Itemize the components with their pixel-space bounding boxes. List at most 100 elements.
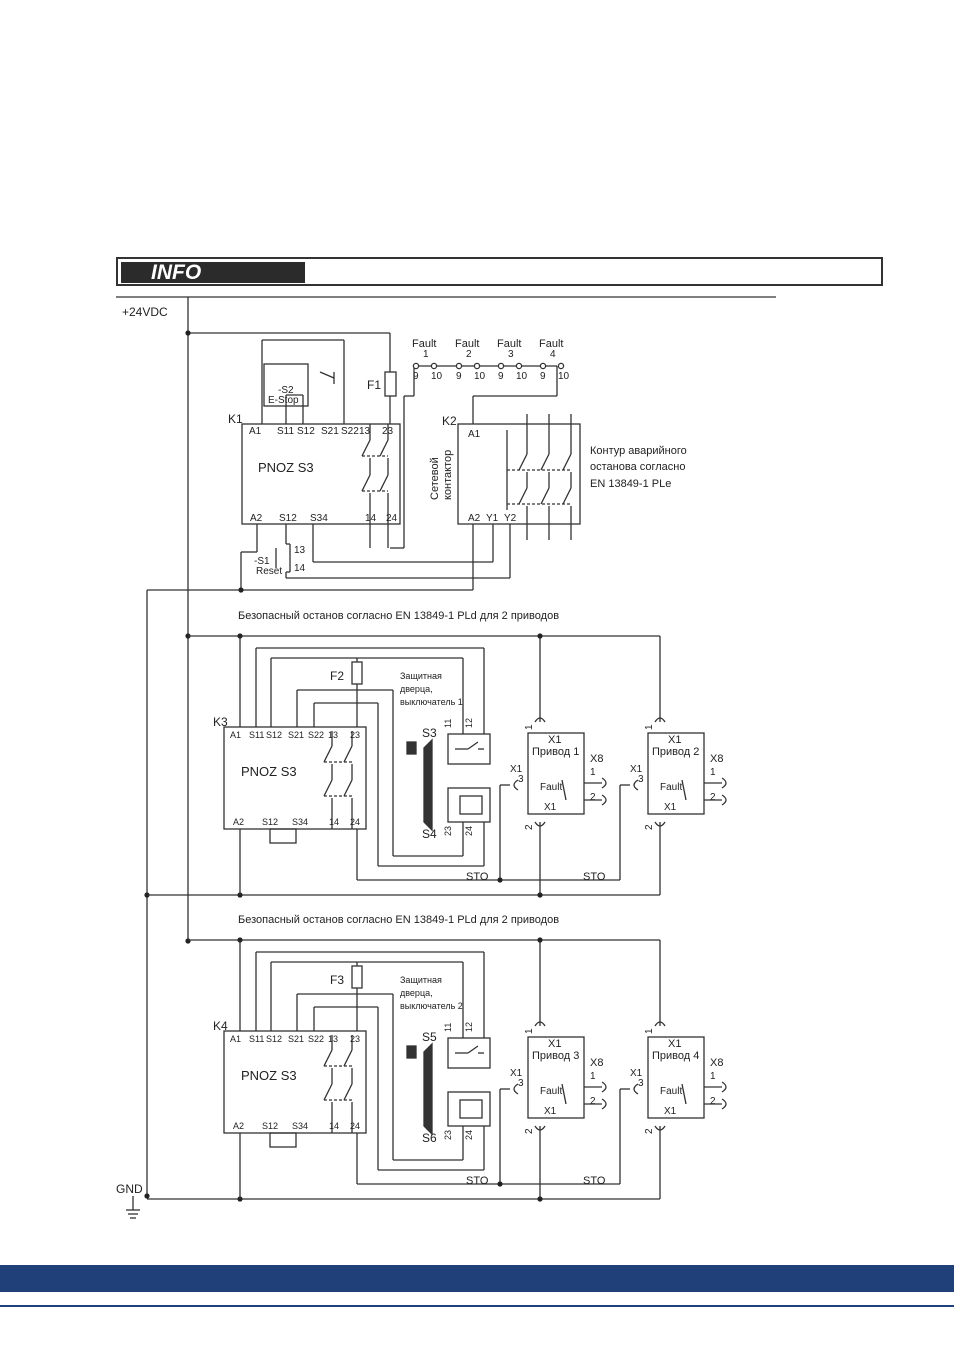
junction-dot (497, 1181, 503, 1187)
drive-x8-pin-2: 2 (590, 1096, 596, 1107)
relay-name: PNOZ S3 (241, 764, 297, 779)
drive-pin-2: 2 (524, 824, 535, 830)
relay-bottom-pin: 24 (350, 1121, 360, 1131)
relay-bottom-pin: A2 (233, 1121, 244, 1131)
k1-bottom-pin: 14 (365, 513, 377, 524)
junction-dot (497, 877, 503, 883)
contactor-label-1: Сетевой (429, 457, 441, 500)
fault-pin: 9 (413, 371, 419, 382)
supply-plus-label: +24VDC (122, 305, 168, 319)
k1-top-pin: 13 (359, 426, 371, 437)
switch-a-label: S5 (422, 1030, 437, 1044)
fault-pin: 10 (474, 371, 486, 382)
drive-x1-label: X1 (668, 734, 681, 746)
footer-band (0, 1265, 954, 1292)
drive-fault-label: Fault (660, 1086, 682, 1097)
drive-pin-1: 1 (524, 1028, 535, 1034)
fault-pin: 10 (558, 371, 570, 382)
drive-x1-bottom-label: X1 (664, 1106, 677, 1117)
drive-pin-1: 1 (644, 1028, 655, 1034)
k1-bottom-pin: 24 (386, 513, 398, 524)
k1-bottom-pin: S12 (279, 513, 297, 524)
drive-name: Привод 1 (532, 746, 579, 758)
fault-number: 4 (550, 349, 556, 360)
fault-terminal (455, 362, 463, 370)
relay-bottom-pin: S34 (292, 1121, 308, 1131)
fault-terminals (412, 362, 565, 370)
relay-top-pin: S22 (308, 730, 324, 740)
drive-pin-3: 3 (518, 1078, 524, 1089)
drive-pin-2: 2 (644, 824, 655, 830)
section-caption: Безопасный останов согласно EN 13849-1 P… (238, 610, 559, 622)
fault-terminal (539, 362, 547, 370)
door-switch-label-3: выключатель 2 (400, 1001, 463, 1011)
fault-terminal (557, 362, 565, 370)
k2-label: K2 (442, 414, 457, 428)
switch-pin: 23 (443, 1130, 453, 1140)
drive-x8-pin-1: 1 (710, 1071, 716, 1082)
switch-pin: 12 (464, 718, 474, 728)
reset-t14: 14 (294, 563, 306, 574)
relay-top-pin: S11 (249, 730, 264, 740)
fault-label: Fault (455, 338, 479, 350)
supply-gnd-label: GND (116, 1182, 143, 1196)
info-banner: INFO (116, 257, 883, 286)
drive-x1-label: X1 (548, 734, 561, 746)
relay-top-pin: A1 (230, 1034, 241, 1044)
relay-bottom-pin: S12 (262, 1121, 278, 1131)
switch-a-label: S3 (422, 726, 437, 740)
estop-note-line-3: EN 13849-1 PLe (590, 478, 671, 490)
sto-label-1: STO (466, 871, 489, 883)
relay-top-pin: 23 (350, 730, 360, 740)
relay-bottom-pin: 24 (350, 817, 360, 827)
drive-pin-2: 2 (524, 1128, 535, 1134)
drive-name: Привод 4 (652, 1050, 699, 1062)
relay-bottom-pin: 14 (329, 817, 339, 827)
drive-fault-label: Fault (540, 782, 562, 793)
relay-top-pin: S22 (308, 1034, 324, 1044)
k1-top-pin: S21 (321, 426, 339, 437)
k1-bottom-pin: A2 (250, 513, 263, 524)
drive-name: Привод 3 (532, 1050, 579, 1062)
switch-pin: 24 (464, 826, 474, 836)
relay-top-pin: S21 (288, 1034, 304, 1044)
junction-dot (537, 937, 543, 943)
k1-top-pin: S11 (277, 426, 294, 437)
switch-b-label: S6 (422, 1131, 437, 1145)
sto-label-2: STO (583, 871, 606, 883)
relay-top-pin: 13 (328, 1034, 338, 1044)
junction-dot (537, 633, 543, 639)
drive-x1-bottom-label: X1 (544, 802, 557, 813)
switch-pin: 24 (464, 1130, 474, 1140)
fault-label: Fault (539, 338, 563, 350)
section-caption: Безопасный останов согласно EN 13849-1 P… (238, 914, 559, 926)
relay-top-pin: 23 (350, 1034, 360, 1044)
relay-label: K4 (213, 1019, 228, 1033)
f1-label: F1 (367, 378, 381, 392)
fault-terminal (515, 362, 523, 370)
footer-rule (0, 1305, 954, 1307)
relay-top-pin: S11 (249, 1034, 264, 1044)
drive-x8-pin-1: 1 (590, 767, 596, 778)
fuse-label: F2 (330, 669, 344, 683)
fault-pin: 10 (431, 371, 443, 382)
drive-x8-label: X8 (710, 1057, 723, 1069)
fault-number: 2 (466, 349, 472, 360)
relay-top-pin: A1 (230, 730, 241, 740)
drive-pin-3: 3 (638, 1078, 644, 1089)
drive-x8-label: X8 (710, 753, 723, 765)
door-switch-label-1: Защитная (400, 671, 442, 681)
drive-x1-input-label: X1 (630, 1068, 643, 1079)
info-label: INFO (121, 262, 305, 283)
k1-label: K1 (228, 412, 243, 426)
drive-x1-label: X1 (668, 1038, 681, 1050)
k2-pin-y1: Y1 (486, 513, 499, 524)
fault-label: Fault (497, 338, 521, 350)
drive-pin-1: 1 (644, 724, 655, 730)
fault-terminal (430, 362, 438, 370)
fault-number: 1 (423, 349, 429, 360)
drive-fault-label: Fault (660, 782, 682, 793)
drive-pin-3: 3 (638, 774, 644, 785)
